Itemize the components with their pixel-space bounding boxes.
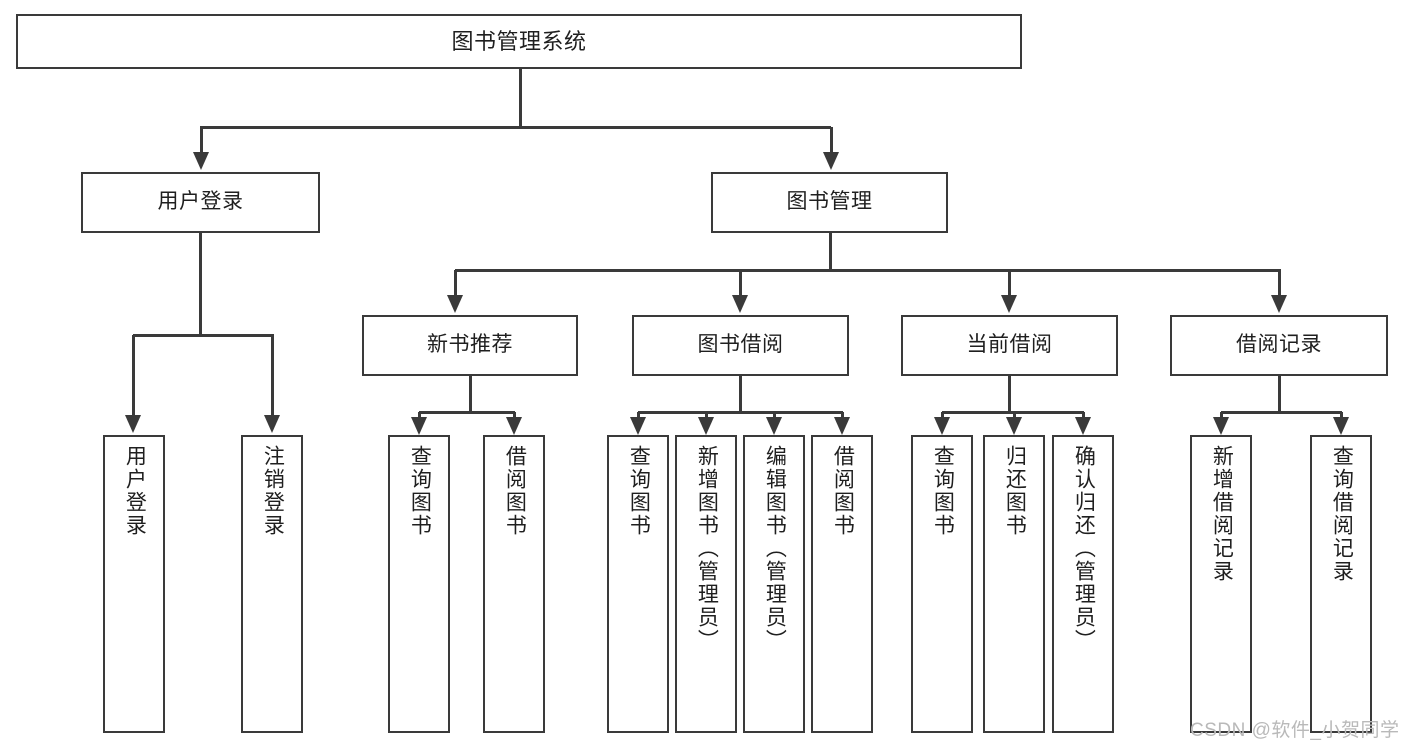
- arrowhead-bb-to-leaf3: [766, 417, 782, 435]
- watermark-text: CSDN @软件_小贺同学: [1190, 720, 1400, 741]
- arrowhead-root-to-user-login: [193, 152, 209, 170]
- node-root[interactable]: 图书管理系统: [16, 14, 1022, 69]
- edge-new-book-trunk: [469, 376, 472, 413]
- edge-book-management-trunk: [829, 233, 832, 271]
- node-borrow-record-label: 借阅记录: [1236, 333, 1322, 357]
- arrowhead-bm-to-new-book: [447, 295, 463, 313]
- edge-bb-to-leaf4: [841, 412, 844, 419]
- arrowhead-user-login-to-leaf1: [125, 415, 141, 433]
- leaf-edit-book[interactable]: 编辑图书（管理员）: [743, 435, 805, 733]
- leaf-edit-book-label: 编辑图书（管理员）: [763, 445, 787, 652]
- arrowhead-bb-to-leaf4: [834, 417, 850, 435]
- leaf-confirm-return-label: 确认归还（管理员）: [1072, 445, 1096, 652]
- leaf-query-book-borrow[interactable]: 查询图书: [607, 435, 669, 733]
- leaf-add-book[interactable]: 新增图书（管理员）: [675, 435, 737, 733]
- leaf-query-book-current[interactable]: 查询图书: [911, 435, 973, 733]
- leaf-user-login-label: 用户登录: [123, 445, 147, 537]
- edge-bb-to-leaf1: [637, 412, 640, 419]
- edge-bb-to-leaf2: [705, 412, 708, 419]
- node-book-borrow-label: 图书借阅: [697, 333, 784, 357]
- edge-nb-to-leaf1: [418, 412, 421, 419]
- arrowhead-bm-to-borrow-record: [1271, 295, 1287, 313]
- arrowhead-nb-to-leaf1: [411, 417, 427, 435]
- arrowhead-bm-to-book-borrow: [732, 295, 748, 313]
- edge-borrow-record-trunk: [1278, 376, 1281, 413]
- edge-book-borrow-bus: [638, 411, 843, 414]
- node-new-book-recommend[interactable]: 新书推荐: [362, 315, 578, 376]
- arrowhead-root-to-book-management: [823, 152, 839, 170]
- edge-bm-to-new-book: [454, 270, 457, 297]
- leaf-add-book-label: 新增图书（管理员）: [695, 445, 719, 652]
- leaf-logout[interactable]: 注销登录: [241, 435, 303, 733]
- edge-bm-to-book-borrow: [739, 270, 742, 297]
- edge-new-book-bus: [419, 411, 515, 414]
- node-user-login-label: 用户登录: [157, 190, 244, 214]
- node-book-management[interactable]: 图书管理: [711, 172, 948, 233]
- arrowhead-br-to-leaf1: [1213, 417, 1229, 435]
- leaf-add-borrow-record-label: 新增借阅记录: [1210, 445, 1234, 583]
- edge-book-management-bus: [455, 269, 1281, 272]
- edge-book-borrow-trunk: [739, 376, 742, 413]
- edge-root-bus: [200, 126, 831, 129]
- edge-bm-to-borrow-record: [1278, 270, 1281, 297]
- edge-cb-to-leaf3: [1082, 412, 1085, 419]
- edge-user-login-trunk: [199, 233, 202, 335]
- leaf-user-login[interactable]: 用户登录: [103, 435, 165, 733]
- arrowhead-bb-to-leaf1: [630, 417, 646, 435]
- leaf-confirm-return[interactable]: 确认归还（管理员）: [1052, 435, 1114, 733]
- node-root-label: 图书管理系统: [451, 28, 587, 54]
- leaf-borrow-book[interactable]: 借阅图书: [811, 435, 873, 733]
- edge-cb-to-leaf1: [941, 412, 944, 419]
- arrowhead-cb-to-leaf2: [1006, 417, 1022, 435]
- node-borrow-record[interactable]: 借阅记录: [1170, 315, 1388, 376]
- edge-root-to-book-management: [830, 127, 833, 154]
- node-current-borrow[interactable]: 当前借阅: [901, 315, 1118, 376]
- edge-bb-to-leaf3: [773, 412, 776, 419]
- node-current-borrow-label: 当前借阅: [966, 333, 1053, 357]
- edge-root-trunk: [519, 69, 522, 127]
- edge-current-borrow-trunk: [1008, 376, 1011, 413]
- arrowhead-user-login-to-leaf2: [264, 415, 280, 433]
- edge-bm-to-current-borrow: [1008, 270, 1011, 297]
- edge-br-to-leaf1: [1220, 412, 1223, 419]
- leaf-borrow-book-recommend-label: 借阅图书: [503, 445, 527, 537]
- leaf-return-book-label: 归还图书: [1003, 445, 1027, 537]
- edge-nb-to-leaf2: [513, 412, 516, 419]
- edge-borrow-record-bus: [1221, 411, 1342, 414]
- leaf-borrow-book-recommend[interactable]: 借阅图书: [483, 435, 545, 733]
- leaf-add-borrow-record[interactable]: 新增借阅记录: [1190, 435, 1252, 733]
- edge-root-to-user-login: [200, 127, 203, 154]
- arrowhead-bm-to-current-borrow: [1001, 295, 1017, 313]
- edge-cb-to-leaf2: [1013, 412, 1016, 419]
- node-user-login[interactable]: 用户登录: [81, 172, 320, 233]
- leaf-query-book-current-label: 查询图书: [931, 445, 955, 537]
- leaf-query-book-recommend[interactable]: 查询图书: [388, 435, 450, 733]
- leaf-query-book-recommend-label: 查询图书: [408, 445, 432, 537]
- edge-user-login-to-leaf2: [271, 335, 274, 417]
- node-book-borrow[interactable]: 图书借阅: [632, 315, 849, 376]
- arrowhead-cb-to-leaf1: [934, 417, 950, 435]
- edge-user-login-to-leaf1: [132, 335, 135, 417]
- edge-user-login-bus: [133, 334, 274, 337]
- arrowhead-br-to-leaf2: [1333, 417, 1349, 435]
- leaf-borrow-book-label: 借阅图书: [831, 445, 855, 537]
- leaf-query-borrow-record[interactable]: 查询借阅记录: [1310, 435, 1372, 733]
- leaf-query-borrow-record-label: 查询借阅记录: [1330, 445, 1354, 583]
- node-book-management-label: 图书管理: [786, 190, 873, 214]
- arrowhead-nb-to-leaf2: [506, 417, 522, 435]
- node-new-book-recommend-label: 新书推荐: [427, 333, 513, 357]
- edge-br-to-leaf2: [1340, 412, 1343, 419]
- leaf-query-book-borrow-label: 查询图书: [627, 445, 651, 537]
- arrowhead-cb-to-leaf3: [1075, 417, 1091, 435]
- leaf-return-book[interactable]: 归还图书: [983, 435, 1045, 733]
- arrowhead-bb-to-leaf2: [698, 417, 714, 435]
- leaf-logout-label: 注销登录: [261, 445, 285, 537]
